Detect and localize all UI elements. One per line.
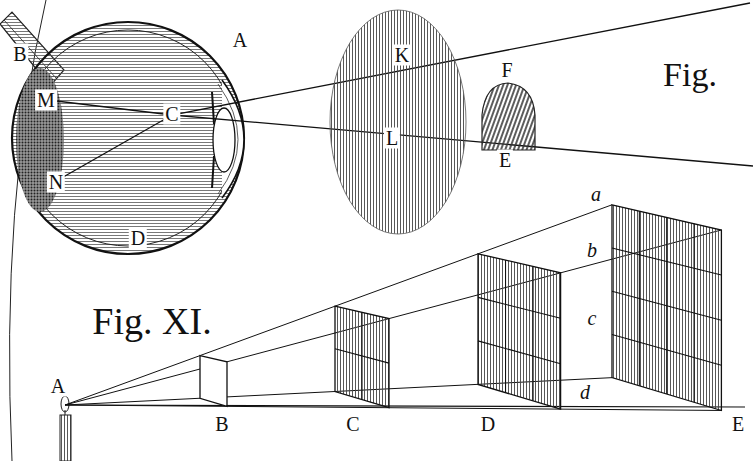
letter-label: d — [578, 382, 592, 403]
image-oval — [330, 10, 466, 234]
light-panels — [65, 205, 745, 411]
figure-caption: Fig. XI. — [90, 302, 213, 342]
letter-label: B — [213, 414, 230, 435]
letter-label: a — [589, 184, 603, 205]
letter-label: N — [47, 172, 65, 193]
eye-illustration — [0, 12, 244, 254]
letter-label: C — [163, 104, 180, 125]
letter-label: D — [129, 228, 147, 249]
light-panel — [612, 205, 721, 411]
light-panel — [478, 254, 561, 409]
candle-symbol — [60, 396, 71, 461]
light-panel — [335, 306, 389, 408]
letter-label: B — [11, 44, 28, 65]
grid-line — [693, 224, 694, 403]
letter-label: A — [231, 30, 249, 51]
letter-label: F — [499, 60, 514, 81]
letter-label: L — [384, 128, 400, 149]
letter-label: C — [344, 414, 361, 435]
letter-label: A — [49, 376, 67, 397]
grid-line — [478, 297, 561, 318]
letter-label: E — [497, 150, 513, 171]
object-shape — [482, 83, 535, 150]
grid-line — [612, 291, 721, 320]
ray-line — [65, 405, 721, 410]
letter-label: b — [585, 240, 599, 261]
letter-label: M — [35, 90, 57, 111]
grid-line — [478, 341, 561, 364]
letter-label: D — [479, 414, 497, 435]
grid-line — [533, 267, 534, 401]
grid-line — [335, 349, 389, 363]
figure-caption: Fig. — [661, 57, 719, 93]
letter-label: c — [586, 308, 599, 329]
light-panel — [200, 356, 227, 407]
letter-label: K — [393, 45, 411, 66]
grid-line — [505, 260, 506, 392]
letter-label: E — [730, 414, 746, 435]
grid-line — [612, 334, 721, 365]
